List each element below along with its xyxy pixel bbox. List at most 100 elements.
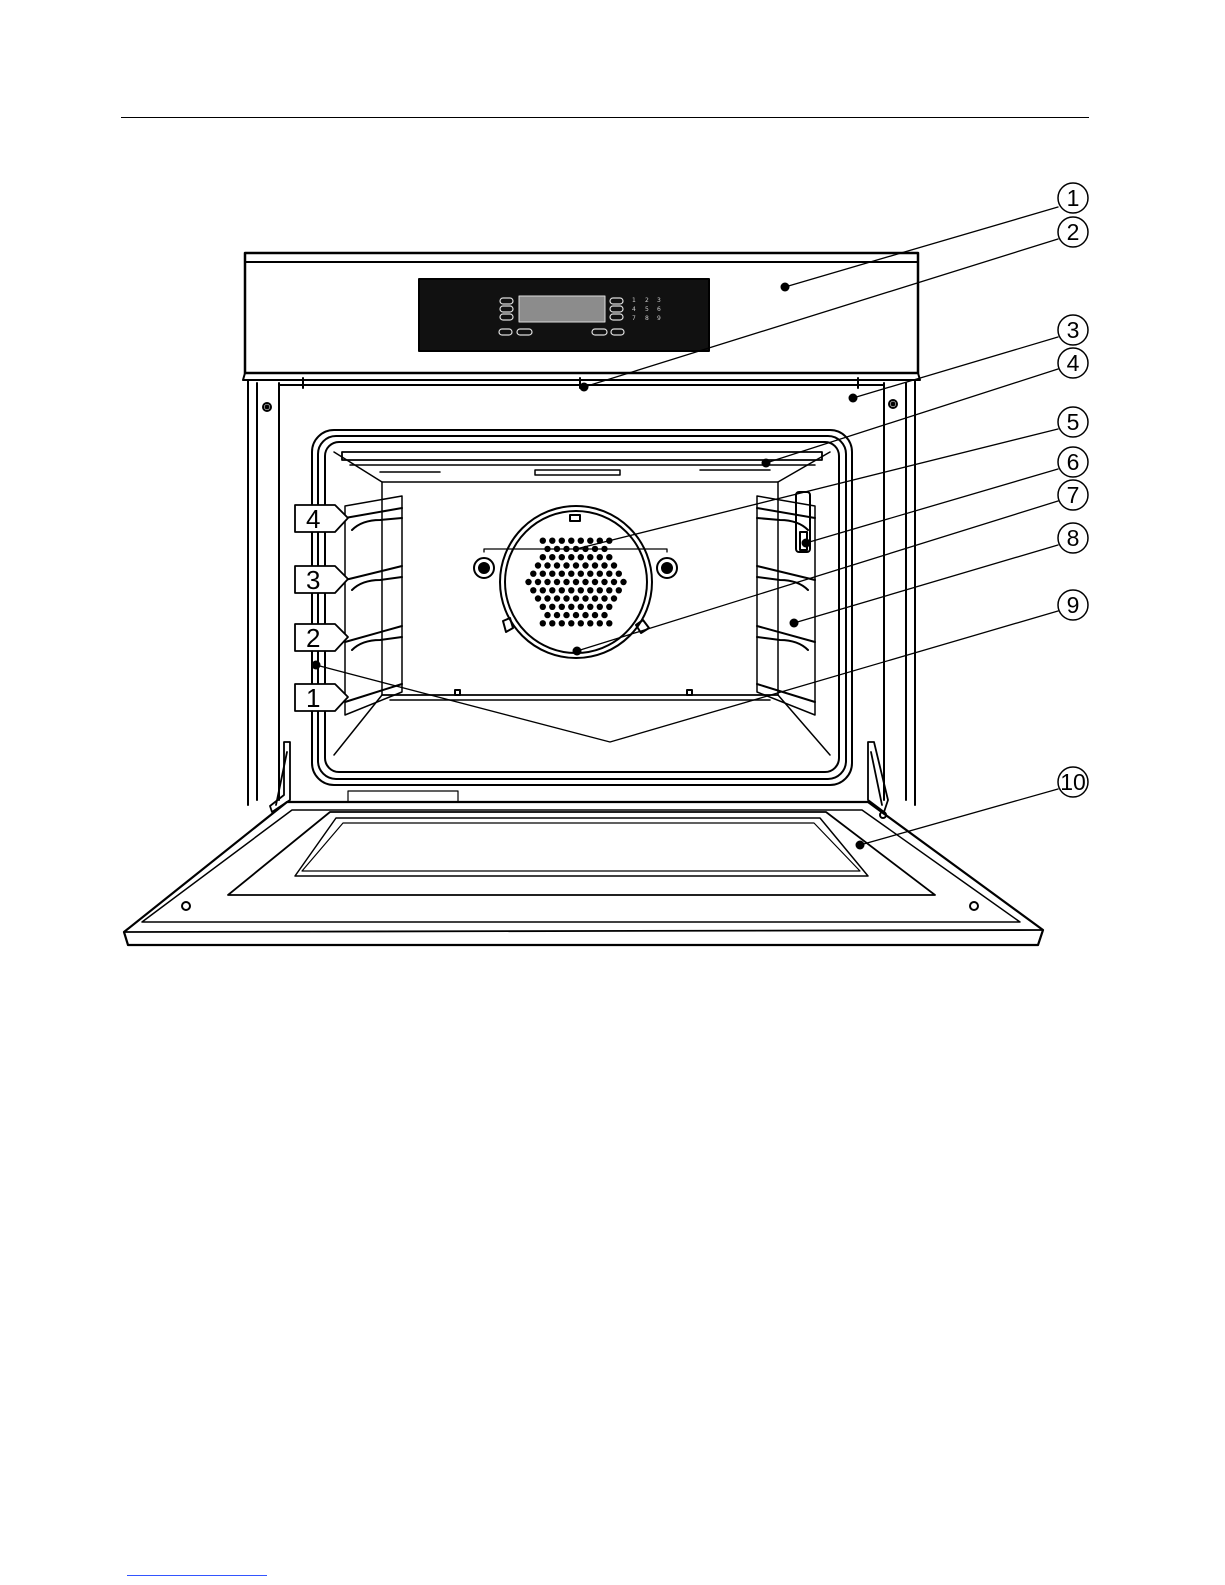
fan-hole <box>554 562 560 568</box>
oven-door <box>124 791 1043 945</box>
fan-hole <box>601 612 607 618</box>
fan-hole <box>587 587 593 593</box>
fan-hole <box>549 587 555 593</box>
fan-hole <box>544 612 550 618</box>
fan-hole <box>582 595 588 601</box>
callout-1: 1 <box>1058 183 1088 213</box>
svg-text:1: 1 <box>1067 185 1080 211</box>
svg-text:2: 2 <box>1067 219 1080 245</box>
fan-hole <box>592 562 598 568</box>
fan-hole <box>616 571 622 577</box>
fan-hole <box>535 562 541 568</box>
fan-hole <box>549 604 555 610</box>
svg-text:3: 3 <box>1067 317 1080 343</box>
footer-link-underline <box>127 1575 267 1576</box>
fan-hole <box>559 620 565 626</box>
svg-text:3: 3 <box>657 297 661 304</box>
fan-hole <box>549 620 555 626</box>
fan-hole <box>587 538 593 544</box>
fan-hole <box>587 620 593 626</box>
fan-hole <box>554 595 560 601</box>
svg-text:4: 4 <box>632 306 636 313</box>
fan-hole <box>601 595 607 601</box>
fan-hole <box>606 604 612 610</box>
svg-text:6: 6 <box>1067 449 1080 475</box>
svg-text:7: 7 <box>1067 482 1080 508</box>
display-screen <box>519 296 605 322</box>
svg-text:2: 2 <box>645 297 649 304</box>
side-runner-left <box>345 496 402 715</box>
fan-hole <box>554 612 560 618</box>
fan-hole <box>563 562 569 568</box>
callout-8: 8 <box>1058 523 1088 553</box>
fan-hole <box>535 579 541 585</box>
fan-hole <box>597 571 603 577</box>
fan-hole <box>611 562 617 568</box>
fan-hole <box>540 554 546 560</box>
rack-label-2: 2 <box>295 623 348 653</box>
oven-cavity <box>312 430 852 785</box>
svg-text:3: 3 <box>306 565 320 595</box>
fan-hole <box>559 604 565 610</box>
fan-hole <box>568 620 574 626</box>
fan-hole <box>540 620 546 626</box>
svg-text:5: 5 <box>1067 409 1080 435</box>
svg-text:4: 4 <box>1067 350 1080 376</box>
fan-hole <box>540 604 546 610</box>
fan-hole <box>601 562 607 568</box>
fan-hole <box>573 579 579 585</box>
callout-5: 5 <box>1058 407 1088 437</box>
fan-hole <box>578 538 584 544</box>
fan-hole <box>525 579 531 585</box>
svg-text:5: 5 <box>645 306 649 313</box>
fan-hole <box>606 554 612 560</box>
fan-hole <box>573 562 579 568</box>
fan-hole <box>559 587 565 593</box>
fan-hole <box>582 579 588 585</box>
fan-hole <box>606 571 612 577</box>
fan-hole <box>611 579 617 585</box>
fan-hole <box>582 562 588 568</box>
callout-4: 4 <box>1058 348 1088 378</box>
fan-hole <box>578 554 584 560</box>
rack-label-3: 3 <box>295 565 348 595</box>
callout-7: 7 <box>1058 480 1088 510</box>
callout-2: 2 <box>1058 217 1088 247</box>
fan-hole <box>611 595 617 601</box>
fan-hole <box>559 571 565 577</box>
fan-hole <box>549 554 555 560</box>
fan-hole <box>535 595 541 601</box>
fan-hole <box>587 604 593 610</box>
top-heating-element <box>342 452 822 460</box>
fan-hole <box>620 579 626 585</box>
fan-hole <box>563 595 569 601</box>
rack-level-labels: 4 3 2 1 <box>295 504 348 713</box>
fan-hole <box>559 538 565 544</box>
fan-hole <box>601 579 607 585</box>
svg-text:1: 1 <box>632 297 636 304</box>
fan-hole <box>568 571 574 577</box>
fan-hole <box>597 554 603 560</box>
fan-hole <box>568 538 574 544</box>
fan-hole <box>578 604 584 610</box>
fan-hole <box>597 604 603 610</box>
fan-hole <box>540 538 546 544</box>
fan-hole <box>592 595 598 601</box>
fan-hole <box>592 579 598 585</box>
callout-10: 10 <box>1058 767 1088 797</box>
fan-hole <box>587 571 593 577</box>
fan-hole <box>592 612 598 618</box>
rack-label-1: 1 <box>295 683 348 713</box>
side-runner-right <box>757 496 815 715</box>
svg-text:10: 10 <box>1060 769 1086 795</box>
fan-hole <box>554 579 560 585</box>
svg-text:6: 6 <box>657 306 661 313</box>
svg-text:8: 8 <box>645 315 649 322</box>
fan-hole <box>544 595 550 601</box>
fan-hole <box>540 587 546 593</box>
fan-hole <box>606 620 612 626</box>
callout-3: 3 <box>1058 315 1088 345</box>
fan-hole <box>578 587 584 593</box>
